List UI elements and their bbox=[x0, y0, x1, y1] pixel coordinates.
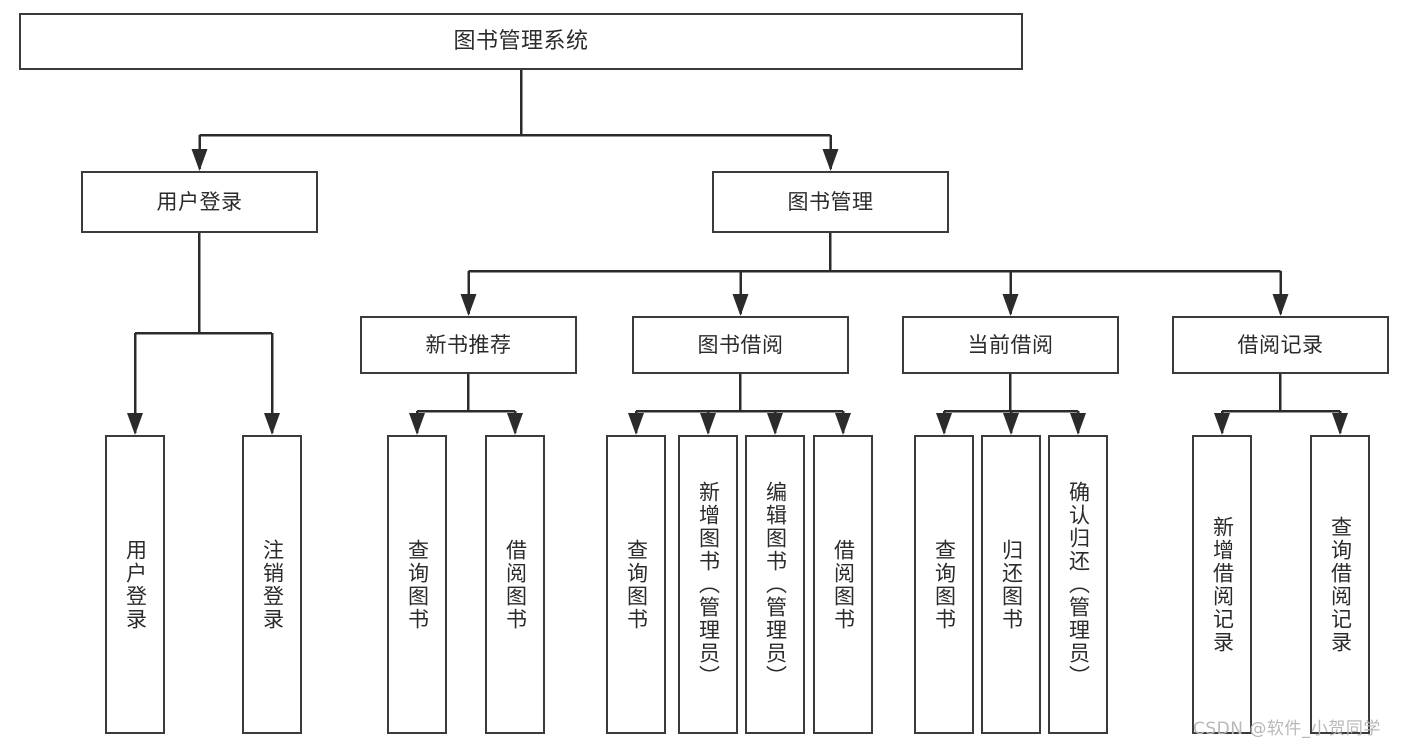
arrow-head bbox=[628, 413, 644, 435]
node-label: 编辑图书（管理员） bbox=[763, 481, 788, 688]
arrow-head bbox=[409, 413, 425, 435]
node-label: 归还图书 bbox=[999, 538, 1024, 631]
node-label: 查询图书 bbox=[932, 538, 957, 631]
node-label: 确认归还（管理员） bbox=[1066, 481, 1091, 688]
watermark: CSDN @软件_小贺同学 bbox=[1193, 719, 1381, 739]
arrow-head bbox=[507, 413, 523, 435]
node-r1[interactable]: 新增借阅记录 bbox=[1192, 435, 1252, 734]
arrow-head bbox=[191, 149, 208, 171]
node-c1[interactable]: 查询图书 bbox=[914, 435, 974, 734]
arrow-head bbox=[1070, 413, 1086, 435]
arrow-head bbox=[700, 413, 716, 435]
node-c2[interactable]: 归还图书 bbox=[981, 435, 1041, 734]
node-label: 借阅记录 bbox=[1237, 332, 1324, 357]
arrow-head bbox=[264, 413, 280, 435]
node-b3[interactable]: 编辑图书（管理员） bbox=[745, 435, 805, 734]
arrow-head bbox=[822, 149, 839, 171]
node-label: 图书管理 bbox=[787, 189, 874, 214]
node-c3[interactable]: 确认归还（管理员） bbox=[1048, 435, 1108, 734]
node-label: 查询图书 bbox=[405, 538, 430, 631]
arrow-head bbox=[1332, 413, 1348, 435]
arrow-head bbox=[460, 294, 477, 316]
node-label: 查询图书 bbox=[624, 538, 649, 631]
node-r2[interactable]: 查询借阅记录 bbox=[1310, 435, 1370, 734]
arrow-head bbox=[127, 413, 143, 435]
arrow-head bbox=[835, 413, 851, 435]
node-n1[interactable]: 查询图书 bbox=[387, 435, 447, 734]
arrow-head bbox=[732, 294, 749, 316]
node-b2[interactable]: 新增图书（管理员） bbox=[678, 435, 738, 734]
node-label: 新书推荐 bbox=[425, 332, 512, 357]
arrow-head bbox=[1214, 413, 1230, 435]
node-label: 当前借阅 bbox=[967, 332, 1054, 357]
node-current[interactable]: 当前借阅 bbox=[902, 316, 1119, 374]
node-label: 图书借阅 bbox=[697, 332, 784, 357]
arrow-head bbox=[1272, 294, 1289, 316]
node-label: 注销登录 bbox=[260, 538, 285, 631]
node-label: 新增借阅记录 bbox=[1210, 515, 1235, 654]
arrow-head bbox=[936, 413, 952, 435]
node-record[interactable]: 借阅记录 bbox=[1172, 316, 1389, 374]
node-bookmgmt[interactable]: 图书管理 bbox=[712, 171, 949, 233]
node-label: 新增图书（管理员） bbox=[696, 481, 721, 688]
arrow-head bbox=[1002, 294, 1019, 316]
node-n2[interactable]: 借阅图书 bbox=[485, 435, 545, 734]
node-label: 图书管理系统 bbox=[453, 28, 589, 54]
node-label: 查询借阅记录 bbox=[1328, 515, 1353, 654]
arrow-head bbox=[1003, 413, 1019, 435]
arrow-head bbox=[767, 413, 783, 435]
node-b1[interactable]: 查询图书 bbox=[606, 435, 666, 734]
node-borrow[interactable]: 图书借阅 bbox=[632, 316, 849, 374]
node-l2[interactable]: 注销登录 bbox=[242, 435, 302, 734]
node-login[interactable]: 用户登录 bbox=[81, 171, 318, 233]
node-label: 用户登录 bbox=[123, 538, 148, 631]
node-root[interactable]: 图书管理系统 bbox=[19, 13, 1023, 70]
node-newbook[interactable]: 新书推荐 bbox=[360, 316, 577, 374]
node-label: 借阅图书 bbox=[503, 538, 528, 631]
node-b4[interactable]: 借阅图书 bbox=[813, 435, 873, 734]
node-l1[interactable]: 用户登录 bbox=[105, 435, 165, 734]
node-label: 借阅图书 bbox=[831, 538, 856, 631]
node-label: 用户登录 bbox=[156, 189, 243, 214]
